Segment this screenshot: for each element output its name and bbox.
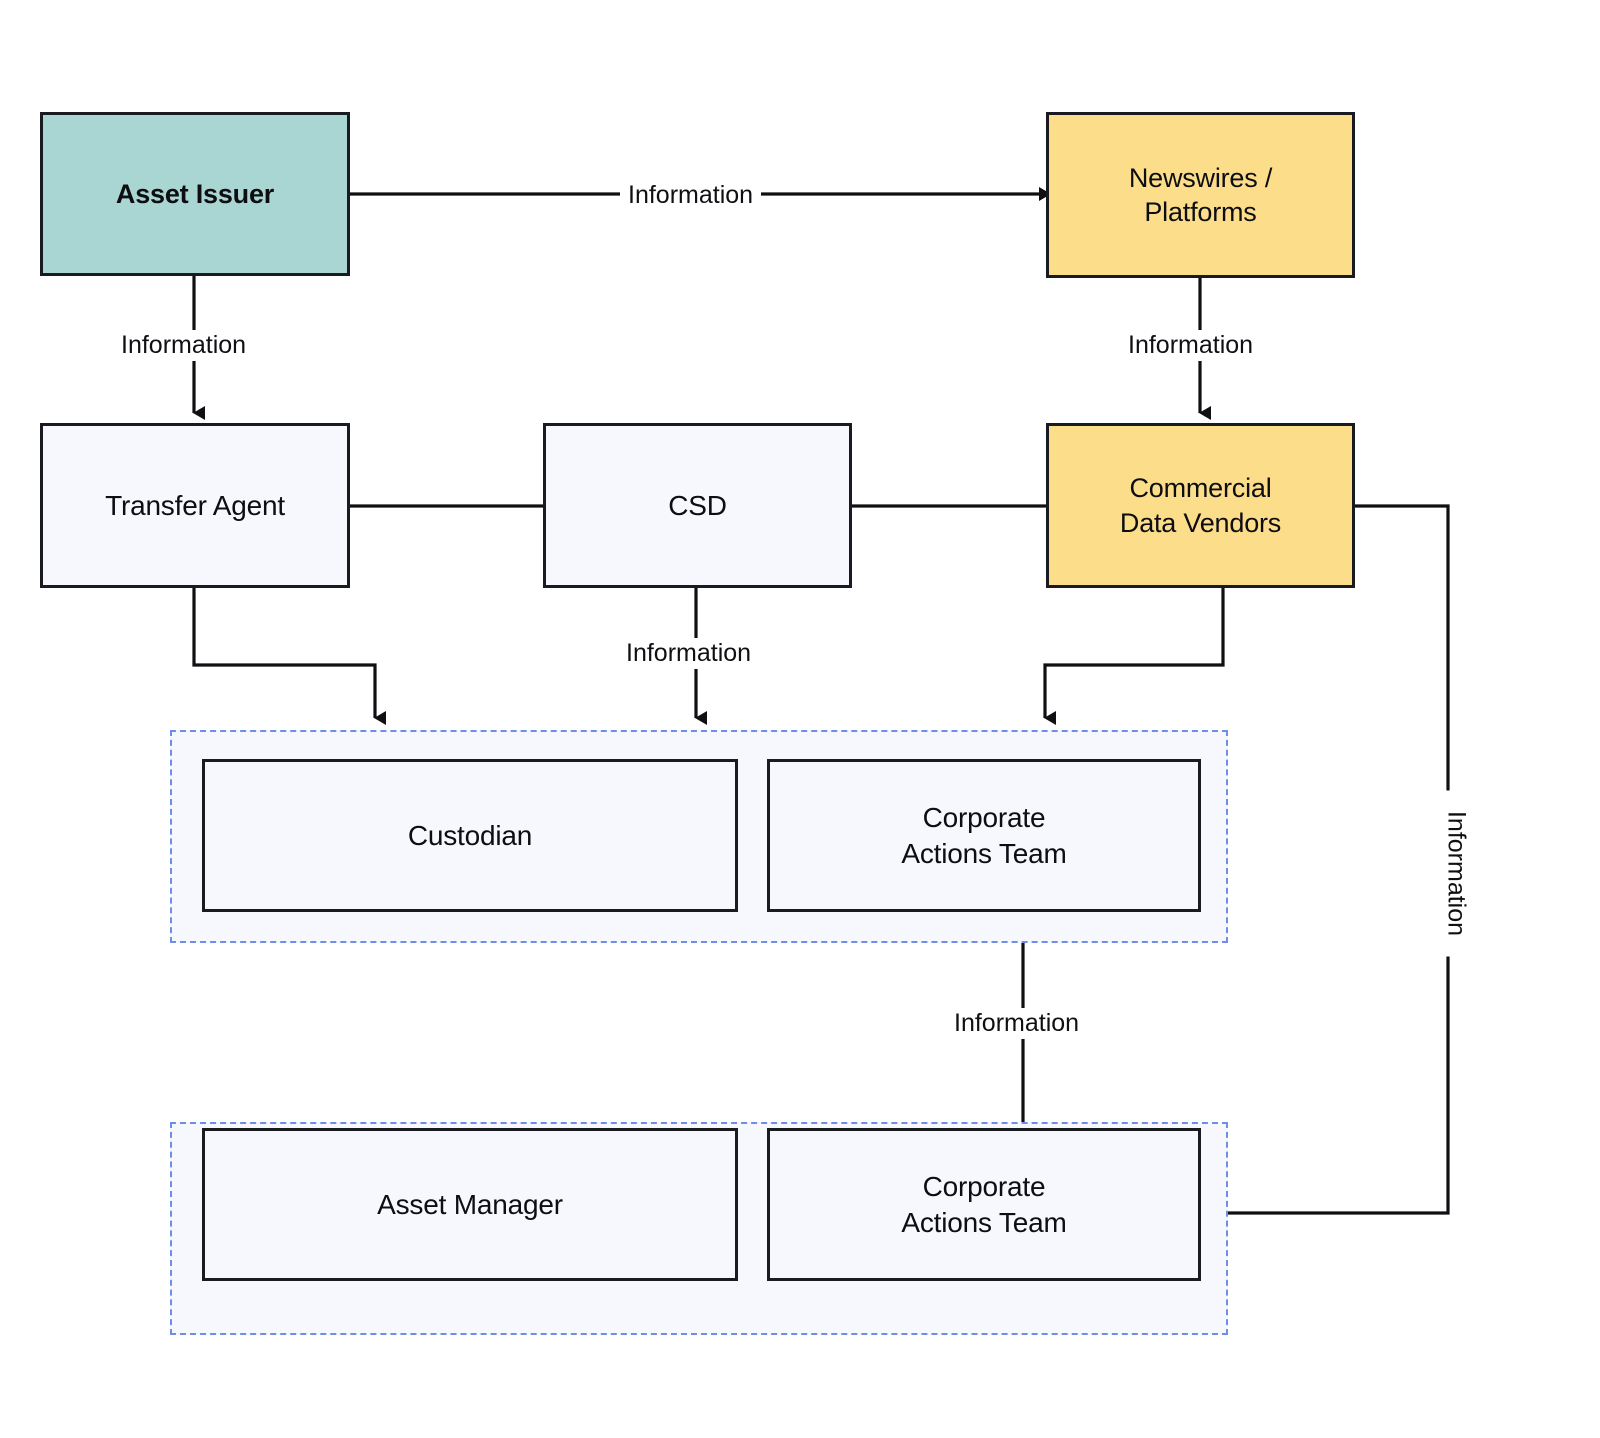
node-manager-corporate-actions-team[interactable]: Corporate Actions Team xyxy=(767,1128,1201,1281)
node-commercial-data-vendors-label-line1: Commercial xyxy=(1129,473,1272,504)
node-custodian-corporate-actions-team-label-line2: Actions Team xyxy=(901,837,1067,869)
edge-transfer-agent-to-custodian xyxy=(192,588,386,725)
edge-label-newswires-to-vendors: Information xyxy=(1120,330,1262,361)
node-asset-manager-label: Asset Manager xyxy=(377,1188,563,1220)
edge-vendors-to-manager-ca-team xyxy=(1209,504,1450,1220)
node-commercial-data-vendors[interactable]: Commercial Data Vendors xyxy=(1046,423,1355,588)
node-custodian-corporate-actions-team[interactable]: Corporate Actions Team xyxy=(767,759,1201,912)
node-newswires-platforms[interactable]: Newswires / Platforms xyxy=(1046,112,1355,278)
node-manager-corporate-actions-team-label-line2: Actions Team xyxy=(901,1206,1067,1238)
node-commercial-data-vendors-label-line2: Data Vendors xyxy=(1119,507,1282,538)
edge-label-vendors-to-manager-ca-team: Information xyxy=(1440,790,1472,957)
edge-label-custodian-ca-team-to-manager-ca-team: Information xyxy=(946,1008,1088,1039)
edge-vendors-to-custodian-ca-team xyxy=(1043,588,1225,725)
node-custodian-corporate-actions-team-label-line1: Corporate xyxy=(922,802,1046,834)
node-csd[interactable]: CSD xyxy=(543,423,852,588)
node-asset-issuer[interactable]: Asset Issuer xyxy=(40,112,350,276)
node-csd-label: CSD xyxy=(668,489,727,521)
node-transfer-agent-label: Transfer Agent xyxy=(105,489,285,521)
node-manager-corporate-actions-team-label-line1: Corporate xyxy=(922,1171,1046,1203)
node-asset-manager[interactable]: Asset Manager xyxy=(202,1128,738,1281)
node-transfer-agent[interactable]: Transfer Agent xyxy=(40,423,350,588)
edge-label-issuer-to-transfer-agent: Information xyxy=(113,330,255,361)
edge-label-csd-to-custodian-group: Information xyxy=(618,638,760,669)
node-custodian-label: Custodian xyxy=(407,819,533,851)
node-custodian[interactable]: Custodian xyxy=(202,759,738,912)
node-newswires-platforms-label-line2: Platforms xyxy=(1144,197,1257,227)
node-asset-issuer-label: Asset Issuer xyxy=(115,178,275,209)
node-newswires-platforms-label-line1: Newswires / xyxy=(1128,162,1273,193)
edge-label-issuer-to-newswires: Information xyxy=(620,180,762,211)
